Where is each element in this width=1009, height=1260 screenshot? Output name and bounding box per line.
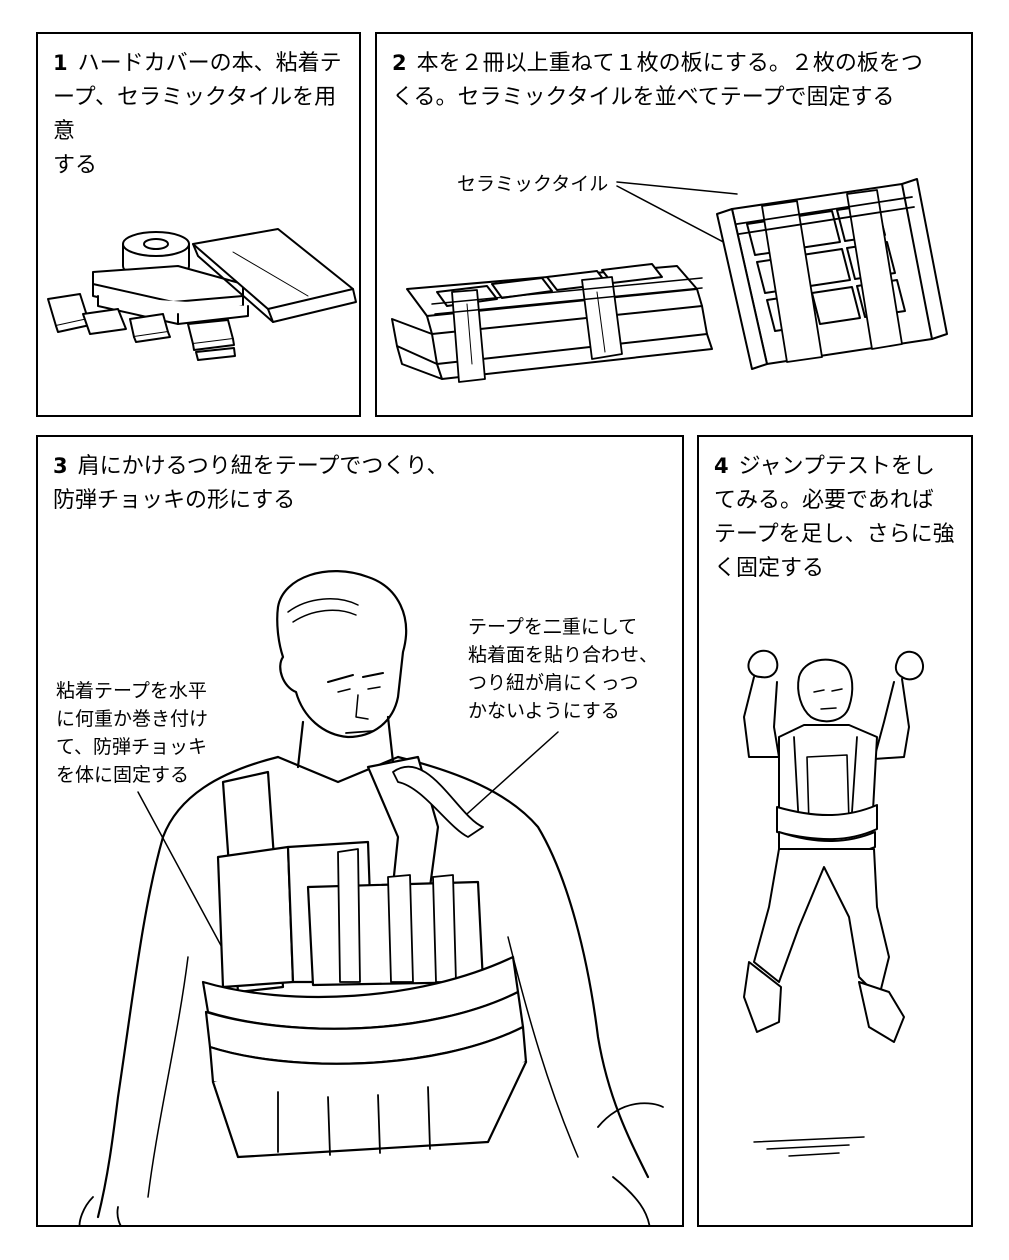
horizontal-tape-wrap xyxy=(203,957,526,1157)
leaning-book xyxy=(193,229,356,322)
vest-wearer-illustration xyxy=(38,437,684,1227)
callout-line: つり紐が肩にくっつ xyxy=(468,672,639,694)
step-number: 4 xyxy=(714,454,729,478)
man-torso xyxy=(80,757,663,1227)
materials-illustration xyxy=(38,34,361,417)
callout-line: を体に固定する xyxy=(56,764,190,786)
caption-line: 肩にかけるつり紐をテープでつくり、 xyxy=(77,454,449,479)
raised-arms xyxy=(744,651,923,759)
book-board-left xyxy=(392,264,712,382)
panel-4-caption: 4 ジャンプテストをし てみる。必要であれば テープを足し、さらに強 く固定する xyxy=(714,449,964,586)
callout-line: 粘着テープを水平 xyxy=(56,680,207,702)
callout-line: に何重か巻き付け xyxy=(56,708,209,730)
book-board-right xyxy=(717,179,947,369)
step-number: 3 xyxy=(53,454,68,478)
step-number: 1 xyxy=(53,51,68,75)
callout-line: 粘着面を貼り合わせ、 xyxy=(468,644,659,666)
book-stack xyxy=(93,266,248,324)
caption-line: テープを足し、さらに強 xyxy=(714,522,955,547)
strap-callout: テープを二重にして 粘着面を貼り合わせ、 つり紐が肩にくっつ かないようにする xyxy=(468,613,658,725)
panel-3: 3 肩にかけるつり紐をテープでつくり、 防弾チョッキの形にする 粘着テープを水平 … xyxy=(36,435,684,1227)
panel-3-caption: 3 肩にかけるつり紐をテープでつくり、 防弾チョッキの形にする xyxy=(53,449,663,518)
panel-4: 4 ジャンプテストをし てみる。必要であれば テープを足し、さらに強 く固定する xyxy=(697,435,973,1227)
jumper-head xyxy=(798,660,852,722)
caption-line: く固定する xyxy=(714,556,825,581)
book-board-illustration xyxy=(377,34,973,417)
panel-2: 2 本を２冊以上重ねて１枚の板にする。２枚の板をつ くる。セラミックタイルを並べて… xyxy=(375,32,973,417)
caption-line: する xyxy=(53,153,98,178)
callout-line: て、防弾チョッキ xyxy=(56,736,208,758)
caption-line: 防弾チョッキの形にする xyxy=(53,488,296,513)
panel-1-caption: 1 ハードカバーの本、粘着テ ープ、セラミックタイルを用意 する xyxy=(53,46,353,183)
panel-1: 1 ハードカバーの本、粘着テ ープ、セラミックタイルを用意 する xyxy=(36,32,361,417)
caption-line: 本を２冊以上重ねて１枚の板にする。２枚の板をつ xyxy=(416,51,923,76)
step-number: 2 xyxy=(392,51,407,75)
jumper-legs xyxy=(744,849,904,1042)
caption-line: くる。セラミックタイルを並べてテープで固定する xyxy=(392,85,895,110)
book-plates xyxy=(218,842,483,987)
leader-line xyxy=(617,182,737,194)
caption-line: ープ、セラミックタイルを用意 xyxy=(53,85,337,144)
leader-line xyxy=(458,732,558,822)
jumping-man-illustration xyxy=(699,437,973,1227)
panel-2-caption: 2 本を２冊以上重ねて１枚の板にする。２枚の板をつ くる。セラミックタイルを並べて… xyxy=(392,46,960,115)
caption-line: てみる。必要であれば xyxy=(714,488,934,513)
motion-lines xyxy=(754,1137,864,1156)
callout-line: テープを二重にして xyxy=(468,616,638,638)
caption-line: ハードカバーの本、粘着テ xyxy=(77,51,342,76)
man-head xyxy=(277,571,406,737)
ceramic-tiles xyxy=(48,294,235,360)
tile-callout: セラミックタイル xyxy=(457,173,609,195)
callout-line: かないようにする xyxy=(468,700,620,722)
caption-line: ジャンプテストをし xyxy=(738,454,935,479)
horizontal-tape-callout: 粘着テープを水平 に何重か巻き付け て、防弾チョッキ を体に固定する xyxy=(56,677,208,789)
jumper-torso xyxy=(777,725,877,855)
